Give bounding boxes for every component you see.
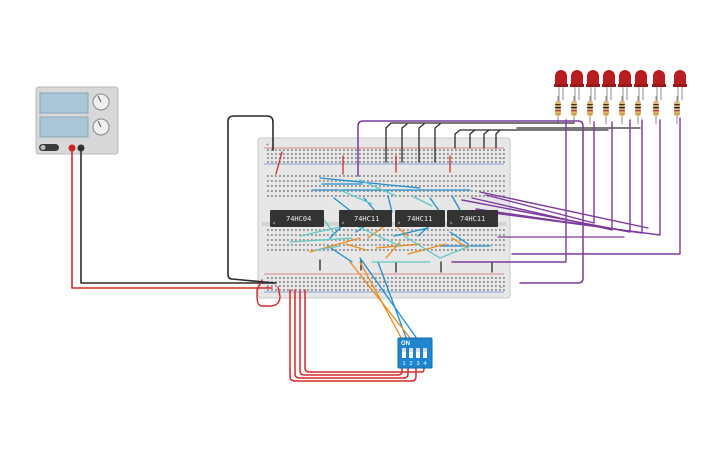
teal-wire[interactable] [299,225,345,237]
purple-wire[interactable] [461,119,631,233]
black-wire[interactable] [227,115,275,284]
blue-wire[interactable] [429,197,441,213]
blue-wire[interactable] [319,177,421,189]
black-wire[interactable] [495,129,501,149]
red-wire[interactable] [275,151,283,175]
dip-number-4: 4 [424,361,427,367]
purple-wire[interactable] [451,119,567,263]
led-3[interactable] [586,70,600,104]
dip-switch[interactable]: ON 1 2 3 4 [397,337,433,369]
dip-toggle-2[interactable] [409,348,413,358]
red-wire[interactable] [71,147,273,289]
purple-wire[interactable] [357,120,584,284]
purple-wire[interactable] [511,117,681,255]
black-wire[interactable] [401,123,408,163]
orange-wire[interactable] [375,243,421,249]
teal-wire[interactable] [411,195,433,207]
svg-text:–: – [500,285,503,291]
chip-74hc11-b[interactable]: 74HC11 [395,210,445,227]
purple-wire[interactable] [479,191,649,229]
red-wire[interactable] [304,289,425,373]
led-5[interactable] [618,70,632,104]
blue-wire[interactable] [387,195,393,213]
red-wire[interactable] [294,289,409,379]
resistor-7[interactable] [653,96,659,124]
chip-label: 74HC11 [460,215,485,223]
blue-wire[interactable] [449,231,469,245]
wires[interactable] [71,115,681,382]
current-display [39,116,89,138]
red-wire[interactable] [289,289,417,382]
blue-wire[interactable] [363,197,377,213]
teal-wire[interactable] [359,179,397,197]
led-8[interactable] [673,70,687,104]
teal-wire[interactable] [403,235,441,259]
dip-number-2: 2 [410,361,413,367]
blue-wire[interactable] [451,195,461,211]
teal-wire[interactable] [289,237,353,243]
black-wire[interactable] [80,147,277,284]
resistor-5[interactable] [619,96,625,124]
chip-label: 74HC11 [354,215,379,223]
resistor-1[interactable] [555,96,561,124]
teal-wire[interactable] [339,189,373,205]
resistor-8[interactable] [674,96,680,124]
black-wire[interactable] [454,129,609,149]
chip-label: 74HC04 [286,215,311,223]
dip-toggle-4[interactable] [423,348,427,358]
orange-wire[interactable] [451,237,469,249]
voltage-display [39,92,89,114]
led-1[interactable] [554,70,568,104]
blue-wire[interactable] [393,227,429,237]
black-wire[interactable] [434,123,441,163]
dip-on-label: ON [401,341,410,347]
power-supply[interactable] [35,86,119,155]
teal-wire[interactable] [315,245,341,251]
resistor-4[interactable] [603,96,609,124]
black-wire[interactable] [483,129,490,149]
dip-toggle-3[interactable] [416,348,420,358]
led-2[interactable] [570,70,584,104]
orange-wire[interactable] [395,225,409,237]
resistor-6[interactable] [635,96,641,124]
led-4[interactable] [602,70,616,104]
chip-74hc04[interactable]: 74HC04 [270,210,324,227]
red-wire[interactable] [299,289,403,376]
orange-wire[interactable] [407,243,447,255]
blue-wire[interactable] [333,197,353,213]
red-wire[interactable] [256,279,281,307]
chip-74hc11-c[interactable]: 74HC11 [447,210,498,227]
black-wire[interactable] [469,129,476,149]
black-wire[interactable] [418,123,425,163]
resistor-3[interactable] [587,96,593,124]
chip-74hc11-a[interactable]: 74HC11 [339,210,392,227]
purple-wire[interactable] [471,121,613,231]
purple-wire[interactable] [485,121,595,224]
blue-wire[interactable] [359,257,421,344]
purple-wire[interactable] [485,119,661,236]
orange-wire[interactable] [349,261,415,344]
led-6[interactable] [634,70,648,104]
dip-number-1: 1 [403,361,406,367]
teal-wire[interactable] [439,245,471,259]
teal-wire[interactable] [351,223,401,247]
led-7[interactable] [652,70,666,104]
chip-label: 74HC11 [407,215,432,223]
resistor-2[interactable] [571,96,577,124]
orange-wire[interactable] [345,243,367,251]
dip-number-3: 3 [417,361,420,367]
svg-text:–: – [500,156,503,162]
black-wire[interactable] [385,122,575,163]
blue-wire[interactable] [327,245,353,263]
svg-text:+: + [266,142,269,148]
led-bank [554,70,687,124]
dip-toggle-1[interactable] [402,348,406,358]
